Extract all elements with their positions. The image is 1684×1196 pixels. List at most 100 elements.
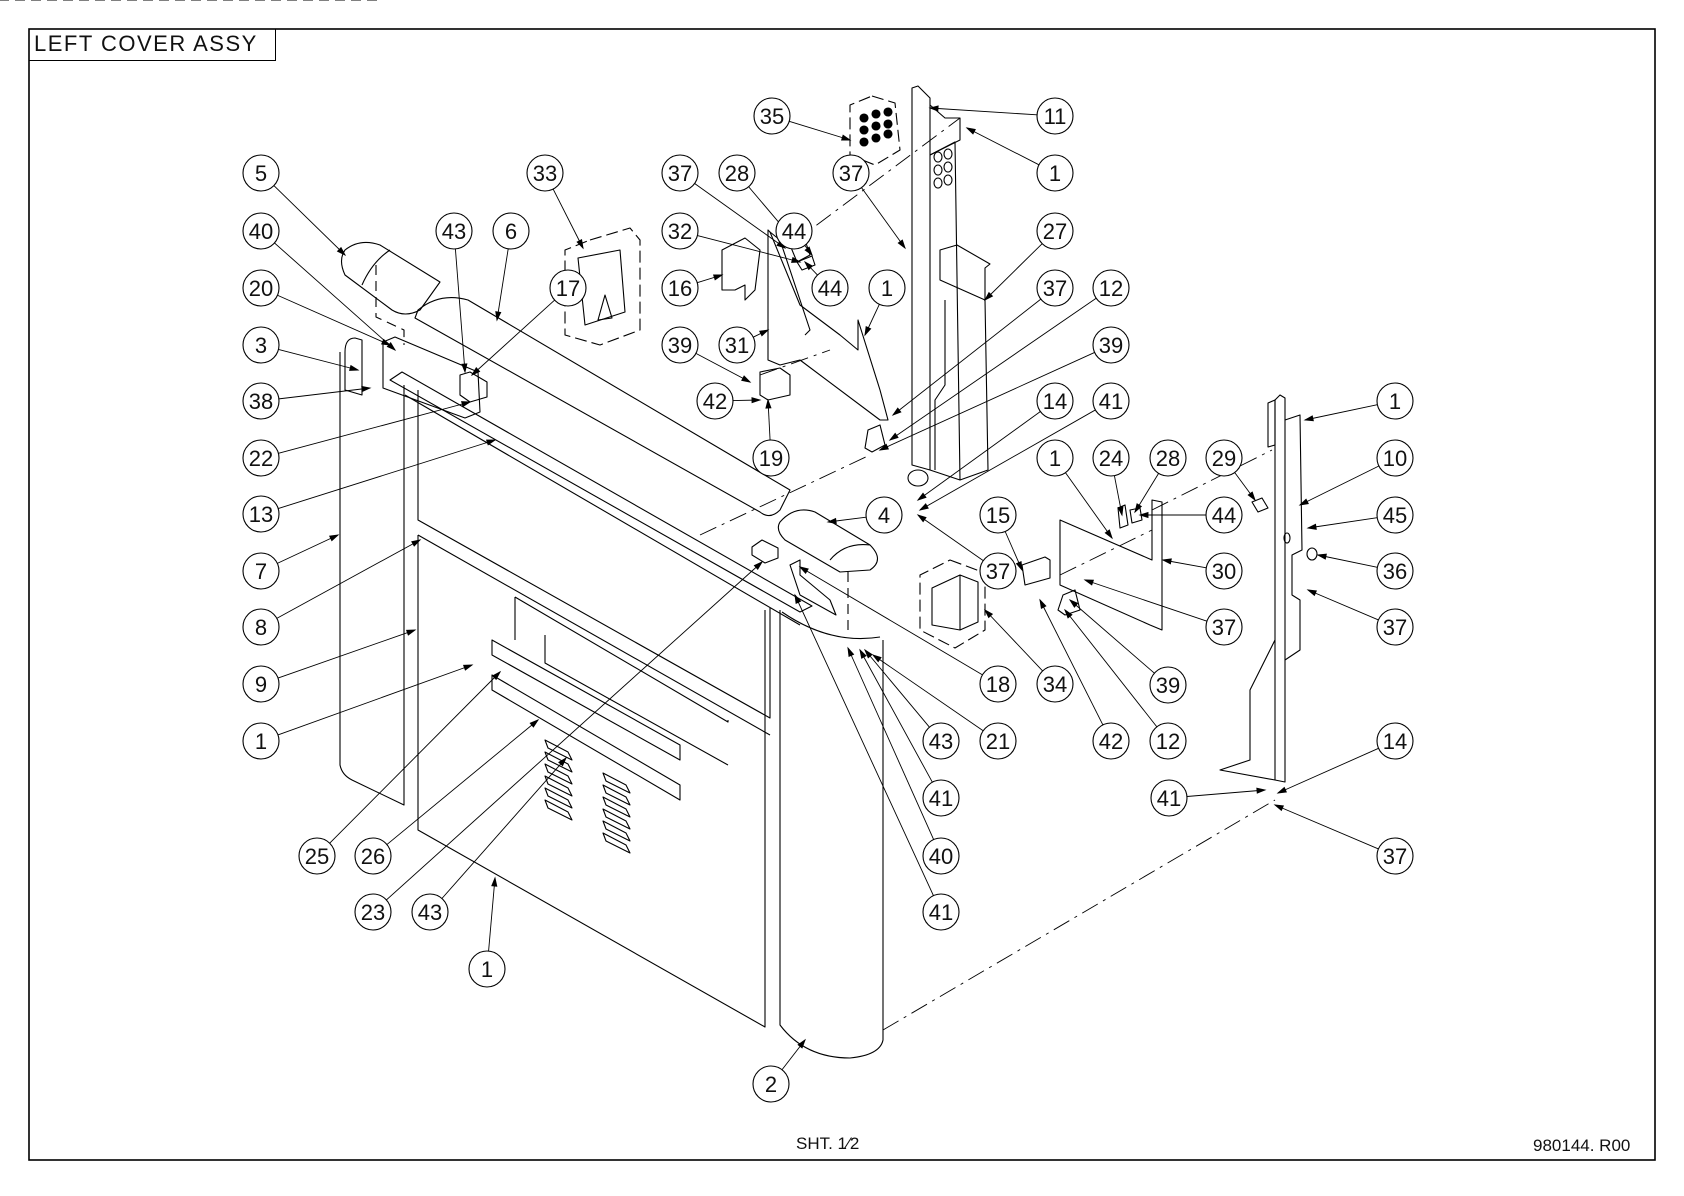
part-end-bracket — [345, 338, 362, 395]
balloon-label: 41 — [929, 786, 953, 811]
balloon-label: 34 — [1043, 672, 1067, 697]
balloon-label: 1 — [255, 729, 267, 754]
item-balloon: 42 — [697, 383, 733, 419]
sheet-border — [29, 29, 1655, 1160]
leader-arrowhead — [890, 433, 898, 440]
item-balloon: 28 — [719, 155, 755, 191]
leader-arrowhead — [362, 386, 370, 391]
leader-line — [497, 249, 508, 320]
item-balloon: 23 — [355, 894, 391, 930]
leader-line — [1065, 610, 1157, 727]
leader-arrowhead — [1305, 416, 1313, 421]
leader-line — [1278, 748, 1379, 793]
balloon-label: 42 — [1099, 729, 1123, 754]
balloon-label: 18 — [986, 672, 1010, 697]
item-balloon: 19 — [753, 440, 789, 476]
sheet-number: SHT. 1⁄2 — [796, 1134, 859, 1154]
part-top-rail-lower — [405, 395, 800, 625]
item-balloon: 39 — [1093, 327, 1129, 363]
leader-arrowhead — [487, 440, 495, 445]
balloon-label: 40 — [249, 219, 273, 244]
leader-line — [278, 440, 495, 509]
part-center-pillar — [912, 86, 930, 470]
leader-arrowhead — [350, 366, 358, 371]
part-top-bracket — [752, 540, 778, 563]
balloon-label: 3 — [255, 333, 267, 358]
leader-arrowhead — [714, 275, 722, 280]
item-balloon: 34 — [1037, 666, 1073, 702]
item-balloon: 41 — [923, 780, 959, 816]
balloon-label: 27 — [1043, 219, 1067, 244]
balloon-label: 39 — [1156, 673, 1180, 698]
item-balloon: 12 — [1150, 723, 1186, 759]
balloon-label: 7 — [255, 559, 267, 584]
leader-arrowhead — [330, 535, 338, 541]
leader-arrowhead — [865, 327, 871, 335]
leader-line — [1070, 600, 1154, 673]
leader-arrowhead — [760, 330, 768, 336]
item-balloon: 10 — [1377, 440, 1413, 476]
leader-line — [985, 244, 1042, 300]
leader-line — [278, 665, 472, 735]
leader-line — [455, 249, 465, 372]
leader-line — [890, 298, 1096, 440]
leader-arrowhead — [898, 240, 905, 248]
leader-line — [1308, 518, 1377, 528]
item-balloon: 1 — [1037, 440, 1073, 476]
item-balloon: 37 — [1206, 609, 1242, 645]
item-balloon: 45 — [1377, 497, 1413, 533]
leader-arrowhead — [1318, 554, 1326, 559]
balloon-label: 9 — [255, 672, 267, 697]
item-balloon: 41 — [923, 894, 959, 930]
leader-arrowhead — [1308, 524, 1316, 529]
center-panel-holes — [934, 149, 952, 188]
leader-line — [985, 610, 1043, 671]
leader-arrowhead — [1248, 492, 1255, 500]
item-balloon: 9 — [243, 666, 279, 702]
balloon-label: 1 — [881, 276, 893, 301]
part-center-duct — [935, 300, 988, 480]
leader-line — [1300, 466, 1379, 505]
item-balloon: 37 — [1377, 609, 1413, 645]
item-balloon: 44 — [812, 270, 848, 306]
item-balloon: 1 — [1037, 155, 1073, 191]
balloon-label: 6 — [505, 219, 517, 244]
leader-line — [1318, 555, 1377, 567]
balloon-label: 14 — [1043, 389, 1067, 414]
leader-line — [1275, 805, 1378, 849]
part-inner-panel — [515, 597, 728, 722]
balloon-label: 13 — [249, 502, 273, 527]
item-balloon: 43 — [412, 894, 448, 930]
leader-line — [330, 672, 500, 843]
item-balloon: 1 — [869, 270, 905, 306]
balloon-label: 32 — [668, 219, 692, 244]
balloon-label: 29 — [1212, 446, 1236, 471]
leader-line — [442, 758, 566, 899]
item-balloon: 35 — [754, 98, 790, 134]
leader-line — [1085, 580, 1207, 621]
part-side-bracket — [790, 560, 836, 615]
part-hinge-bracket — [460, 372, 487, 402]
leader-arrowhead — [805, 247, 812, 255]
item-balloon: 32 — [662, 213, 698, 249]
leader-arrowhead — [742, 376, 750, 382]
balloon-label: 1 — [1389, 389, 1401, 414]
balloon-label: 17 — [556, 276, 580, 301]
balloon-label: 25 — [305, 844, 329, 869]
balloon-label: 37 — [839, 161, 863, 186]
part-right-side-plate — [1285, 415, 1302, 660]
inset-33-triangle — [598, 295, 612, 320]
item-balloon: 21 — [980, 723, 1016, 759]
leader-arrowhead — [893, 408, 901, 415]
leader-line — [274, 243, 395, 350]
item-balloon: 25 — [299, 838, 335, 874]
balloon-label: 10 — [1383, 446, 1407, 471]
item-balloon: 5 — [243, 155, 279, 191]
balloon-label: 37 — [1043, 276, 1067, 301]
leader-arrowhead — [1275, 805, 1283, 810]
balloon-label: 4 — [878, 503, 890, 528]
leader-arrowhead — [766, 400, 771, 408]
part-left-end-cap — [342, 242, 441, 314]
part-right-end-panel — [780, 610, 883, 1058]
